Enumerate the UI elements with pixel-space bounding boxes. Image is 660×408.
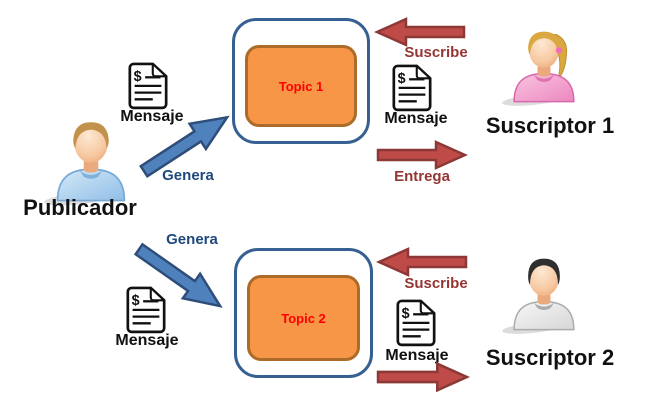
subscriber2-person-icon bbox=[502, 254, 586, 340]
genera-label-top: Genera bbox=[162, 167, 214, 184]
svg-text:$: $ bbox=[134, 69, 142, 85]
svg-text:$: $ bbox=[132, 293, 140, 309]
entrega-arrow-top bbox=[376, 139, 468, 171]
topic1-box: Topic 1 bbox=[245, 45, 357, 127]
suscribe-arrow-top bbox=[374, 16, 466, 48]
suscriptor1-label: Suscriptor 1 bbox=[485, 113, 615, 138]
mensaje-label-3: Mensaje bbox=[115, 332, 179, 349]
svg-text:$: $ bbox=[402, 306, 410, 322]
subscriber1-person-icon bbox=[502, 26, 586, 112]
svg-text:$: $ bbox=[398, 71, 406, 87]
entrega-label-top: Entrega bbox=[394, 168, 450, 185]
suscribe-label-bottom: Suscribe bbox=[404, 275, 468, 292]
mensaje-label-4: Mensaje bbox=[385, 347, 449, 364]
topic2-box: Topic 2 bbox=[247, 275, 360, 361]
message-document-icon-3: $ bbox=[124, 286, 168, 334]
message-document-icon-4: $ bbox=[394, 299, 438, 347]
suscribe-label-top: Suscribe bbox=[404, 44, 468, 61]
topic2-container: Topic 2 bbox=[234, 248, 373, 378]
mensaje-label-2: Mensaje bbox=[384, 110, 448, 127]
topic1-container: Topic 1 bbox=[232, 18, 370, 144]
genera-arrow-top bbox=[133, 101, 240, 188]
suscriptor2-label: Suscriptor 2 bbox=[485, 345, 615, 370]
message-document-icon-2: $ bbox=[390, 64, 434, 112]
message-document-icon-1: $ bbox=[126, 62, 170, 110]
suscribe-arrow-bottom bbox=[376, 246, 468, 278]
genera-arrow-bottom bbox=[127, 233, 233, 322]
entrega-arrow-bottom bbox=[376, 360, 470, 394]
mensaje-label-1: Mensaje bbox=[120, 108, 184, 125]
genera-label-bottom: Genera bbox=[166, 231, 218, 248]
publicador-label: Publicador bbox=[23, 195, 137, 220]
publisher-person-icon bbox=[44, 116, 138, 206]
